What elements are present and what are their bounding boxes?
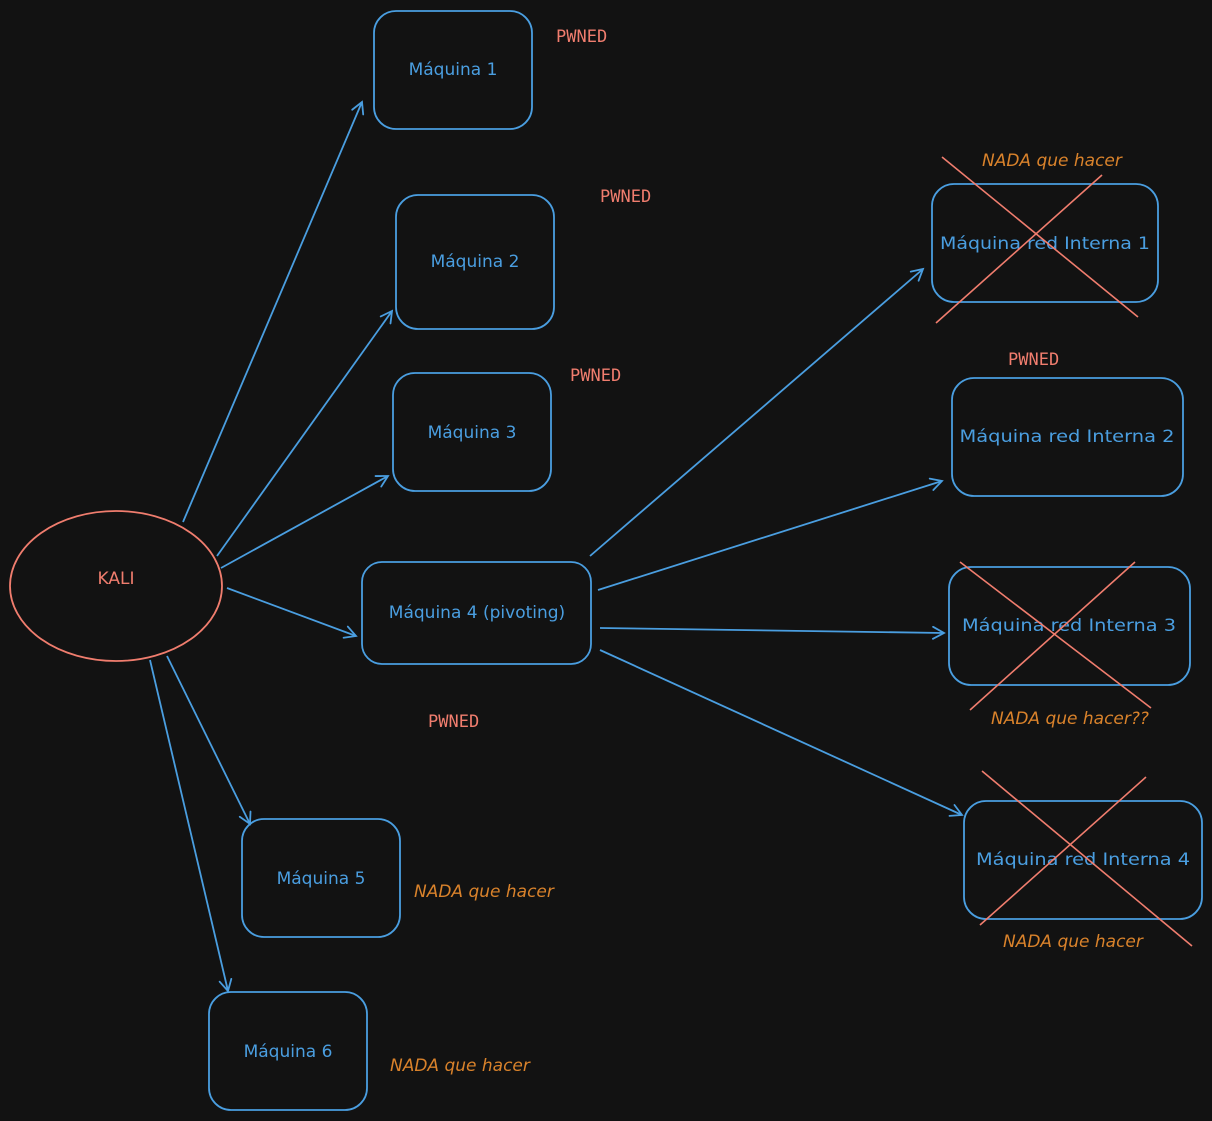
arrow-kali-to-maquina-2 xyxy=(216,309,394,557)
maquina-4-status: PWNED xyxy=(428,712,479,732)
kali-node[interactable]: KALI xyxy=(9,510,223,662)
maquina-5-box xyxy=(241,818,401,938)
arrow-kali-to-maquina-5 xyxy=(166,655,252,826)
maquina-6-label: Máquina 6 xyxy=(244,1042,333,1062)
maquina-4-label: Máquina 4 (pivoting) xyxy=(389,603,565,623)
interna-3-node[interactable]: Máquina red Interna 3 xyxy=(948,561,1191,711)
arrow-maquina-4-to-interna-2 xyxy=(597,477,944,591)
maquina-5-node[interactable]: Máquina 5 xyxy=(241,818,401,938)
maquina-6-status: NADA que hacer xyxy=(390,1056,531,1076)
maquina-6-box xyxy=(208,991,368,1111)
maquina-3-node[interactable]: Máquina 3 xyxy=(392,372,552,492)
arrow-maquina-4-to-interna-4 xyxy=(599,649,964,817)
maquina-2-label: Máquina 2 xyxy=(431,252,520,272)
maquina-1-label: Máquina 1 xyxy=(409,60,498,80)
interna-4-node[interactable]: Máquina red Interna 4 xyxy=(963,770,1203,947)
interna-1-label: Máquina red Interna 1 xyxy=(940,234,1150,254)
interna-4-cross-a xyxy=(981,770,1193,947)
maquina-4-node[interactable]: Máquina 4 (pivoting) xyxy=(361,561,592,665)
interna-2-box xyxy=(951,377,1184,497)
maquina-1-status: PWNED xyxy=(556,27,607,47)
maquina-3-label: Máquina 3 xyxy=(428,423,517,443)
maquina-4-box xyxy=(361,561,592,665)
interna-1-box xyxy=(931,183,1159,303)
maquina-2-node[interactable]: Máquina 2 xyxy=(395,194,555,330)
maquina-3-status: PWNED xyxy=(570,366,621,386)
arrow-kali-to-maquina-4 xyxy=(226,587,358,639)
maquina-1-box xyxy=(373,10,533,130)
interna-3-cross-a xyxy=(959,561,1152,709)
kali-ellipse xyxy=(9,510,223,662)
interna-1-cross-b xyxy=(935,174,1103,324)
maquina-5-status: NADA que hacer xyxy=(414,882,555,902)
interna-3-label: Máquina red Interna 3 xyxy=(962,616,1176,636)
arrow-maquina-4-to-interna-3 xyxy=(599,625,946,640)
interna-2-node[interactable]: Máquina red Interna 2 xyxy=(951,377,1184,497)
interna-4-box xyxy=(963,800,1203,920)
interna-3-cross-b xyxy=(969,561,1136,711)
interna-1-node[interactable]: Máquina red Interna 1 xyxy=(931,156,1159,324)
interna-4-cross-b xyxy=(979,776,1147,926)
interna-2-label: Máquina red Interna 2 xyxy=(960,427,1175,447)
interna-3-box xyxy=(948,566,1191,686)
interna-1-status: NADA que hacer xyxy=(982,151,1123,171)
maquina-6-node[interactable]: Máquina 6 xyxy=(208,991,368,1111)
maquina-1-node[interactable]: Máquina 1 xyxy=(373,10,533,130)
maquina-2-box xyxy=(395,194,555,330)
interna-4-label: Máquina red Interna 4 xyxy=(976,850,1190,870)
interna-3-status: NADA que hacer?? xyxy=(991,709,1149,729)
maquina-2-status: PWNED xyxy=(600,187,651,207)
arrow-maquina-4-to-interna-1 xyxy=(589,267,925,557)
arrow-kali-to-maquina-6 xyxy=(149,659,233,993)
arrow-kali-to-maquina-3 xyxy=(220,475,390,569)
interna-2-status: PWNED xyxy=(1008,350,1059,370)
kali-label: KALI xyxy=(98,569,135,589)
maquina-5-label: Máquina 5 xyxy=(277,869,366,889)
arrow-kali-to-maquina-1 xyxy=(182,100,365,523)
interna-4-status: NADA que hacer xyxy=(1003,932,1144,952)
maquina-3-box xyxy=(392,372,552,492)
interna-1-cross-a xyxy=(941,156,1139,318)
